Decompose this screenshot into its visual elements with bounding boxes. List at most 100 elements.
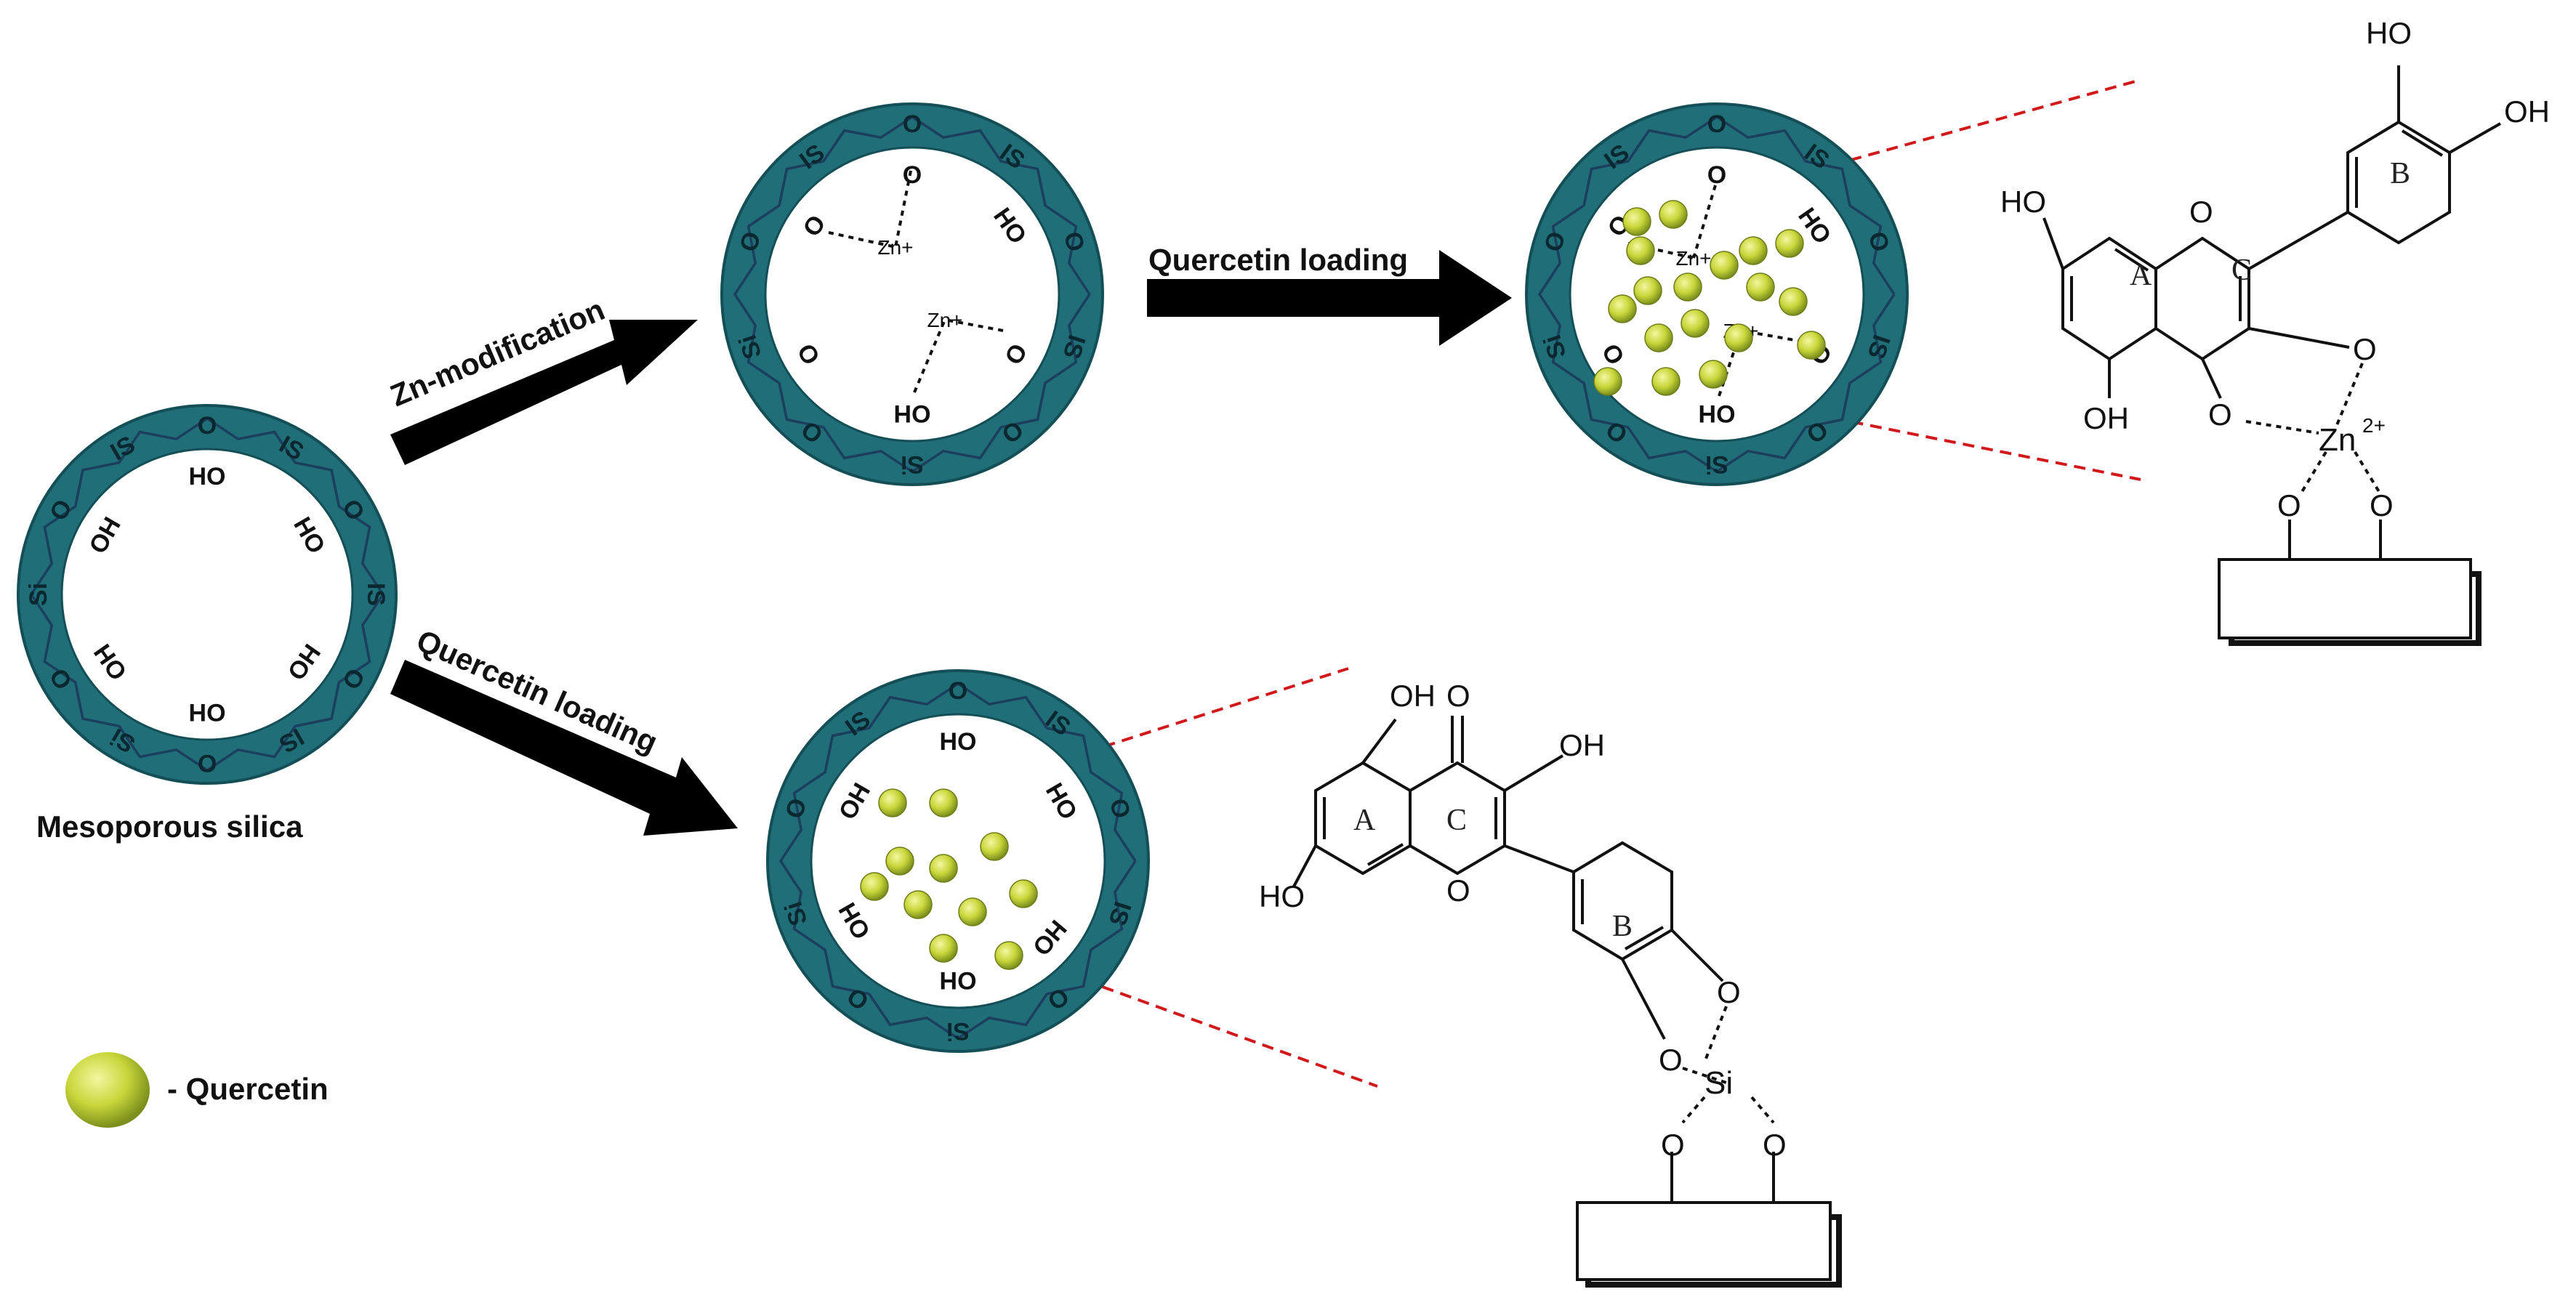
pore-interior [60, 448, 354, 741]
quercetin-sphere [929, 934, 958, 963]
zn-coordination-bond [828, 231, 896, 249]
silica-lattice [778, 682, 1137, 1041]
quercetin-sphere [1724, 323, 1753, 352]
arrows [390, 250, 1512, 836]
zn-ion-label: Zn+ [927, 309, 962, 331]
ring-label-c: C [2231, 254, 2252, 287]
wall-atom-label: O [198, 412, 217, 440]
quercetin-sphere [1593, 367, 1622, 396]
silica-wall [768, 671, 1148, 1051]
quercetin-sphere [1739, 236, 1768, 265]
quercetin-sphere [1622, 207, 1651, 236]
atom-o-s2: O [2370, 488, 2394, 522]
atom-o-c4: O [2208, 397, 2232, 432]
quercetin-sphere [885, 847, 914, 876]
wall-atom-label: Si [901, 451, 924, 478]
quercetin-sphere [1644, 323, 1673, 352]
silica-wall [722, 104, 1103, 485]
pore-interior [764, 146, 1060, 443]
quercetin-sphere [860, 872, 889, 901]
atom-o-s1: O [1661, 1128, 1685, 1162]
quercetin-legend-icon [65, 1052, 150, 1128]
silica-lattice [733, 115, 1091, 474]
quercetin-sphere [980, 832, 1009, 861]
ring-label-c: C [1446, 804, 1467, 837]
wall-atom-label: O [198, 749, 217, 777]
quercetin-sphere [994, 941, 1023, 970]
ring-label-a: A [2130, 259, 2152, 292]
surface-group-label: OH [1699, 400, 1736, 427]
quercetin-sphere [1746, 272, 1775, 302]
zn-ion-label: Zn+ [877, 236, 913, 259]
atom-o-ring: O [2189, 195, 2213, 229]
structure-top: HO OH HO O OH O O Zn 2+ O O A C B [2000, 16, 2550, 646]
atom-oh-5: OH [1390, 679, 1436, 713]
arrow-zn-modification [390, 320, 698, 465]
wall-atom-label: O [1707, 110, 1726, 138]
quercetin-sphere [1009, 879, 1038, 908]
silica-wall [1526, 104, 1907, 485]
silica-wall [18, 405, 396, 783]
atom-oh-b2: OH [2504, 94, 2550, 129]
quercetin-sphere [958, 897, 987, 926]
atom-ho-7: HO [1259, 879, 1305, 913]
atom-o-b2: O [1659, 1043, 1683, 1077]
mesoporous-silica-label: Mesoporous silica [36, 809, 303, 844]
pore-interior [810, 713, 1106, 1009]
wall-atom-label: O [903, 110, 922, 138]
wall-atom-label: Si [946, 1017, 970, 1045]
quercetin-sphere [1710, 251, 1739, 280]
surface-group-label: O [903, 161, 922, 189]
surface-group-label: OH [894, 400, 931, 427]
quercetin-sphere [1779, 287, 1808, 316]
legend-quercetin-label: - Quercetin [167, 1072, 329, 1106]
silica-wall-outer-edge [1525, 102, 1909, 486]
surface-group-label: O [1707, 161, 1726, 189]
atom-zn-charge: 2+ [2362, 414, 2386, 437]
silica-lattice [29, 416, 385, 772]
surface-group-label: HO [940, 728, 977, 756]
atom-o-ring: O [1446, 873, 1470, 908]
atom-o-c3: O [2353, 332, 2377, 366]
arrow-quercetin-bottom [390, 660, 738, 836]
wall-atom-label: Si [25, 583, 52, 606]
quercetin-sphere [1626, 236, 1655, 265]
surface-group-label: HO [189, 463, 226, 490]
quercetin-sphere [903, 890, 933, 919]
atom-ho-b1: HO [2366, 16, 2412, 50]
surface-group-label: OH [189, 698, 226, 726]
quercetin-sphere [1633, 276, 1662, 305]
silica-lattice [1537, 115, 1896, 474]
quercetin-sphere [929, 854, 958, 883]
quercetin-sphere [1775, 229, 1804, 258]
ring-label-b: B [2390, 157, 2410, 190]
quercetin-sphere [1699, 360, 1728, 389]
zn-coordination-bond [1692, 185, 1717, 259]
ring-label-a: A [1353, 804, 1376, 837]
atom-si: Si [1704, 1065, 1733, 1101]
quercetin-sphere [1797, 331, 1826, 360]
atom-o-b1: O [1717, 975, 1741, 1009]
wall-atom-label: IS [362, 583, 390, 606]
zn-ion-label: Zn+ [1675, 247, 1711, 270]
zn-coordination-bond [894, 170, 912, 248]
silica-wall-outer-edge [17, 404, 398, 785]
quercetin-sphere [1651, 367, 1681, 396]
atom-o-4: O [1446, 679, 1470, 713]
quercetin-loading-top-label: Quercetin loading [1148, 243, 1408, 277]
legend: - Quercetin [65, 1052, 329, 1128]
arrow-quercetin-top [1147, 250, 1512, 346]
zn-coordination-bond [1718, 330, 1742, 397]
quercetin-sphere [1608, 294, 1637, 323]
zn-coordination-bond [913, 319, 946, 393]
wall-atom-label: Si [1705, 451, 1728, 478]
wall-atom-label: O [949, 677, 967, 705]
quercetin-sphere [878, 788, 907, 817]
quercetin-sphere [1659, 200, 1688, 229]
quercetin-sphere [1673, 272, 1702, 302]
atom-o-s1: O [2277, 488, 2301, 522]
atom-oh-a: OH [2083, 401, 2129, 435]
